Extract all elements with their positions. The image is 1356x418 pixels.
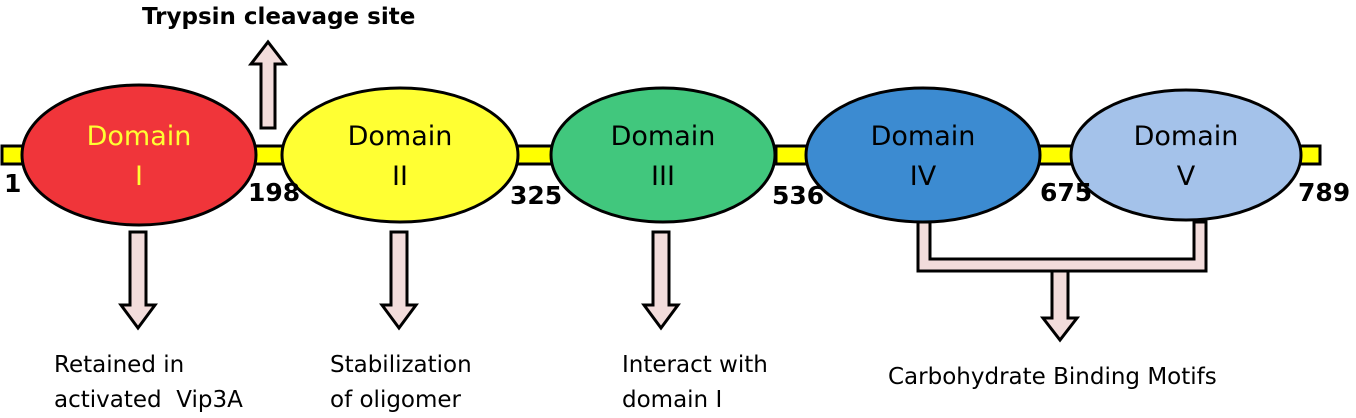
position-label: 789	[1298, 178, 1350, 207]
annotation-line: of oligomer	[330, 387, 462, 413]
down-arrow-icon	[1039, 269, 1081, 343]
position-label: 536	[772, 181, 824, 210]
down-arrow-icon	[118, 230, 158, 331]
annotation-domain-2: Stabilization of oligomer	[330, 352, 472, 413]
annotation-line: Stabilization	[330, 352, 472, 378]
domain-3: Domain III	[549, 86, 777, 224]
trypsin-cleavage-label: Trypsin cleavage site	[142, 4, 415, 30]
annotation-domains-4-5: Carbohydrate Binding Motifs	[888, 364, 1217, 390]
annotation-line: domain I	[622, 387, 722, 413]
position-labels: 1 198 325 536 675 789	[4, 169, 1350, 210]
position-label: 675	[1040, 178, 1092, 207]
domain-4-ellipse	[804, 86, 1042, 224]
domains-4-5-connector	[916, 220, 1208, 343]
trypsin-cleavage-site: Trypsin cleavage site	[142, 4, 415, 130]
domain-4: Domain IV	[804, 86, 1042, 224]
domain-2-ellipse	[280, 86, 520, 224]
domain-5-numeral: V	[1177, 161, 1196, 192]
position-label: 325	[510, 181, 562, 210]
annotation-line: Retained in	[54, 352, 184, 378]
domain-1: Domain I	[20, 83, 258, 227]
annotation-domain-3: Interact with domain I	[622, 352, 768, 413]
domain-1-title: Domain	[87, 121, 192, 152]
position-label: 198	[248, 178, 300, 207]
annotation-domain-1: Retained in activated Vip3A	[54, 352, 243, 413]
domain-3-ellipse	[549, 86, 777, 224]
domain-4-title: Domain	[871, 121, 976, 152]
domain-3-title: Domain	[611, 121, 716, 152]
domain-5: Domain V	[1069, 88, 1303, 222]
down-arrow-icon	[641, 230, 681, 331]
domain-5-title: Domain	[1134, 121, 1239, 152]
domain-5-ellipse	[1069, 88, 1303, 222]
domain-3-numeral: III	[651, 161, 675, 192]
bracket-connector	[916, 220, 1208, 273]
position-label: 1	[4, 169, 21, 198]
domain-1-ellipse	[20, 83, 258, 227]
annotation-line: Interact with	[622, 352, 768, 378]
down-arrow-icon	[379, 230, 419, 331]
domain-2-numeral: II	[392, 161, 408, 192]
up-arrow-icon	[247, 39, 289, 130]
annotation-line: Carbohydrate Binding Motifs	[888, 364, 1217, 390]
domain-2: Domain II	[280, 86, 520, 224]
domain-1-numeral: I	[135, 161, 143, 192]
domain-2-title: Domain	[348, 121, 453, 152]
annotation-line: activated Vip3A	[54, 387, 243, 413]
domain-4-numeral: IV	[910, 161, 937, 192]
